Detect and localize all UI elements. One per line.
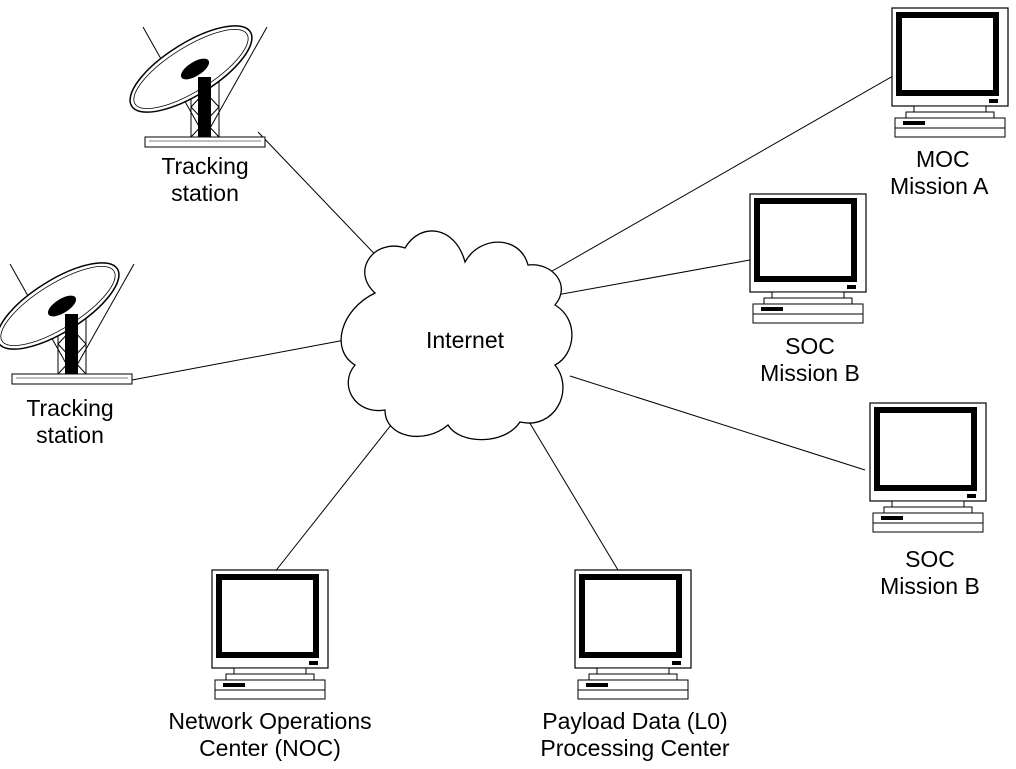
- link-soc-mission-b-1: [539, 259, 751, 299]
- station-left-dish-icon: [0, 246, 135, 385]
- link-station-top: [257, 131, 389, 269]
- link-noc: [269, 419, 396, 579]
- station-top-dish-icon: [117, 9, 268, 148]
- soc-mission-b-2-computer-icon: [870, 403, 986, 532]
- internet-label: Internet: [426, 327, 504, 353]
- noc-computer-icon: [212, 570, 328, 699]
- link-payload-center: [524, 414, 619, 571]
- link-soc-mission-b-2: [569, 375, 866, 471]
- connection-lines: [131, 71, 901, 579]
- moc-mission-a-computer-icon: [892, 8, 1008, 137]
- payload-center-computer-icon: [575, 570, 691, 699]
- soc-mission-b-1-computer-icon: [750, 194, 866, 323]
- payload-center-label: Payload Data (L0)Processing Center: [540, 708, 730, 761]
- link-moc-mission-a: [539, 71, 901, 279]
- link-station-left: [131, 339, 346, 381]
- internet-cloud: [340, 230, 573, 441]
